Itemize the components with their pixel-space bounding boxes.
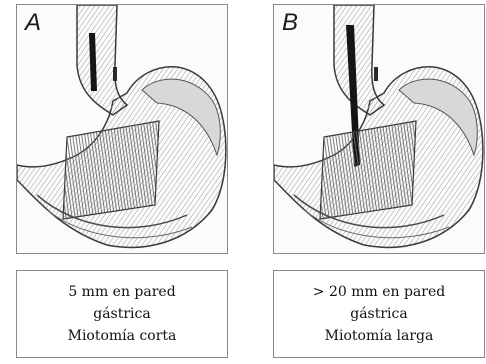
panel-letter-b: B <box>282 11 298 35</box>
caption-a-line-3: Miotomía corta <box>68 325 177 347</box>
illustration-panel-b: B <box>273 4 485 254</box>
caption-box-b: > 20 mm en pared gástrica Miotomía larga <box>273 270 485 358</box>
stomach-illustration-long-myotomy <box>274 5 484 253</box>
caption-a-line-2: gástrica <box>93 303 150 325</box>
illustration-panel-a: A <box>16 4 228 254</box>
caption-a-line-1: 5 mm en pared <box>68 281 175 303</box>
caption-b-line-3: Miotomía larga <box>325 325 434 347</box>
stomach-illustration-short-myotomy <box>17 5 227 253</box>
panel-letter-a: A <box>25 11 41 35</box>
caption-box-a: 5 mm en pared gástrica Miotomía corta <box>16 270 228 358</box>
caption-b-line-1: > 20 mm en pared <box>313 281 445 303</box>
caption-b-line-2: gástrica <box>350 303 407 325</box>
